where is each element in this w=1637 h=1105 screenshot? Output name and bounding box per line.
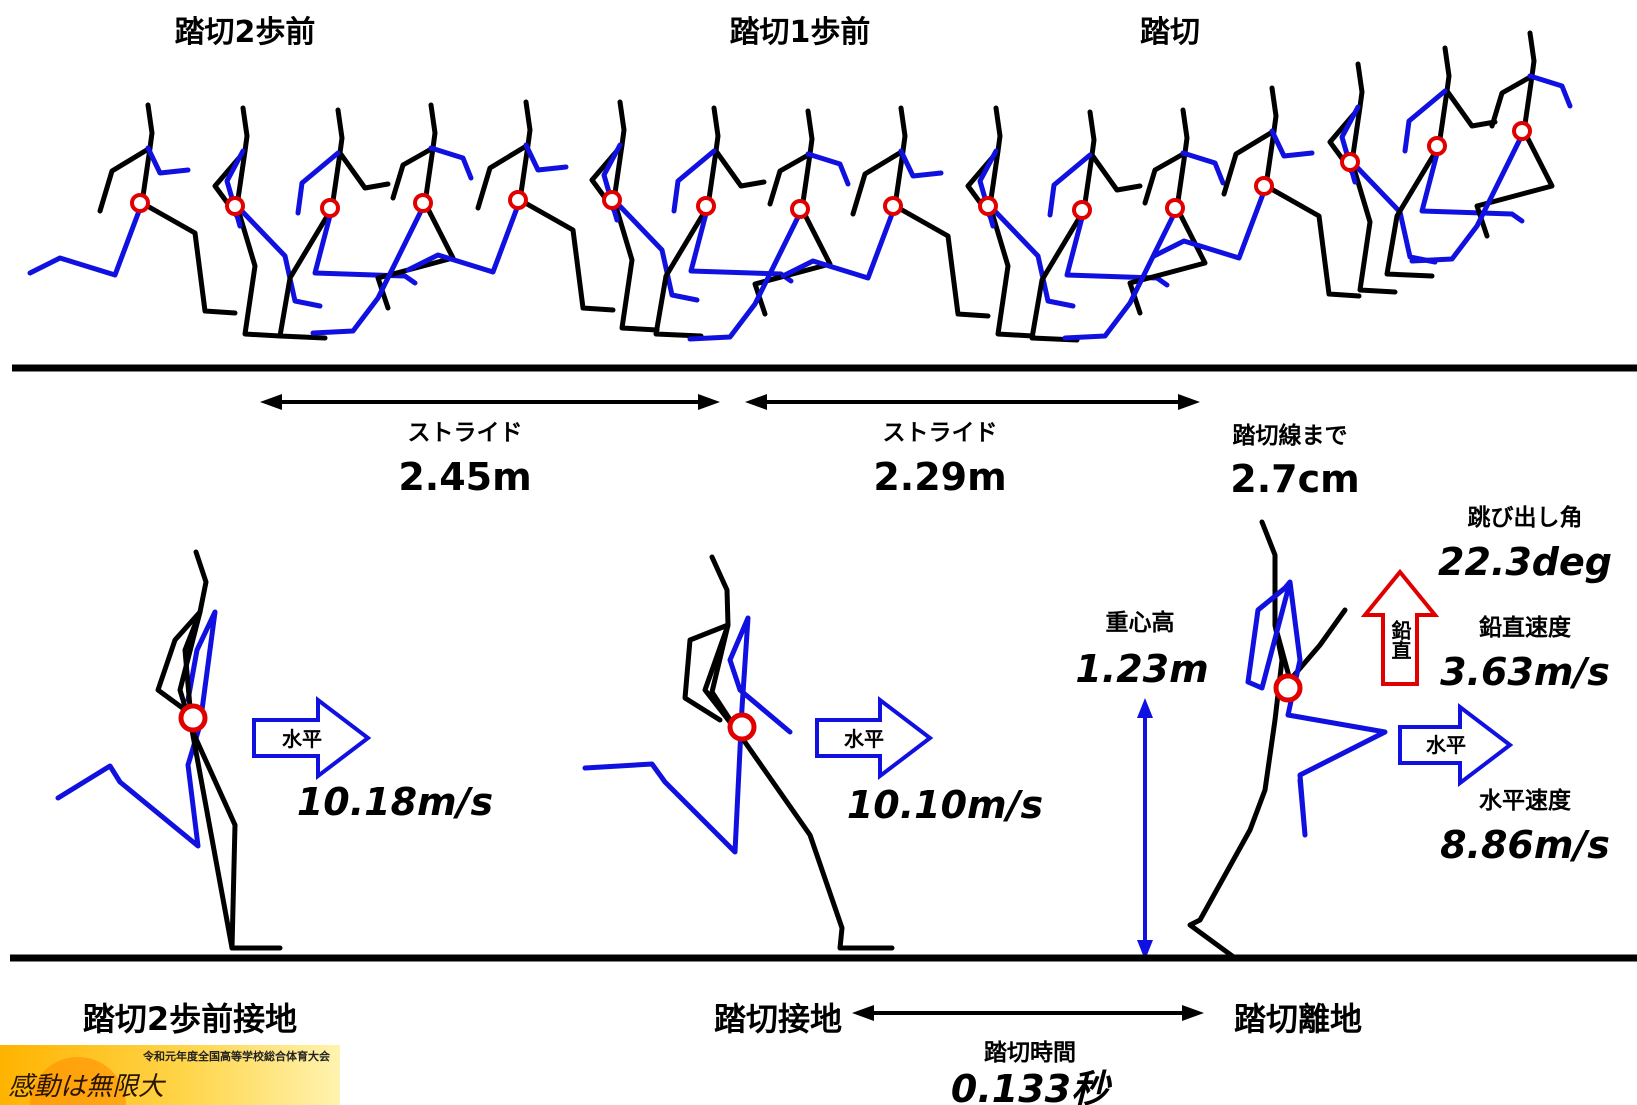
stick-figure (310, 102, 474, 336)
center-of-mass-marker (1165, 198, 1185, 218)
to-board-label: 踏切線まで (1233, 422, 1348, 449)
stick-figure (405, 99, 616, 313)
label-one-step-before: 踏切1歩前 (730, 15, 871, 50)
takeoff-angle-value: 22.3deg (1438, 540, 1612, 584)
stick-figure (212, 105, 323, 339)
center-of-mass-marker (1072, 200, 1092, 220)
stick-figure (1384, 45, 1525, 279)
stride-arrow-1 (260, 394, 720, 410)
caption-takeoff-contact: 踏切接地 (714, 1000, 842, 1038)
center-of-mass-marker (178, 703, 208, 733)
center-of-mass-marker (508, 190, 528, 210)
stick-figure-takeoff-contact (582, 554, 895, 951)
horizontal-arrow-3 (1398, 702, 1514, 788)
center-of-mass-marker (1340, 152, 1360, 172)
stick-figure (653, 105, 794, 339)
stick-figure-takeoff-release (1187, 519, 1388, 961)
center-of-mass-marker (1273, 673, 1303, 703)
stride-label-1: ストライド (408, 420, 523, 446)
stick-figure (1409, 30, 1573, 264)
stride-value-2: 2.29m (873, 455, 1006, 499)
caption-two-steps-before-contact: 踏切2歩前接地 (83, 1000, 297, 1038)
center-of-mass-marker (883, 196, 903, 216)
vertical-speed-label: 鉛直速度 (1479, 614, 1572, 641)
stick-figure (277, 107, 418, 341)
cog-height-value: 1.23m (1075, 647, 1208, 691)
vertical-arrow (1360, 568, 1440, 686)
horizontal-speed-label: 水平速度 (1479, 787, 1572, 814)
horizontal-arrow-label-1: 水平 (282, 727, 322, 751)
horizontal-arrow-label-3: 水平 (1426, 733, 1466, 757)
vertical-speed-value: 3.63m/s (1440, 650, 1610, 694)
event-banner: 令和元年度全国高等学校総合体育大会 感動は無限大 (0, 1045, 340, 1105)
stick-figure-two-steps-before-contact (55, 549, 283, 951)
stick-figure (965, 105, 1076, 339)
center-of-mass-marker (978, 196, 998, 216)
speed-value-1: 10.18m/s (297, 780, 493, 824)
horizontal-arrow-1 (252, 695, 372, 781)
horizontal-arrow-2 (815, 695, 934, 781)
stick-figure (687, 108, 851, 342)
stride-value-1: 2.45m (398, 455, 531, 499)
stick-figure (1029, 109, 1170, 343)
horizontal-speed-value: 8.86m/s (1440, 823, 1610, 867)
center-of-mass-marker (696, 196, 716, 216)
center-of-mass-marker (225, 196, 245, 216)
label-takeoff: 踏切 (1140, 15, 1200, 50)
center-of-mass-marker (727, 712, 757, 742)
contact-time-arrow (852, 1005, 1204, 1021)
center-of-mass-marker (1427, 136, 1447, 156)
stick-figure (1062, 107, 1226, 341)
stick-figure (27, 102, 238, 316)
center-of-mass-marker (790, 199, 810, 219)
vertical-arrow-label: 鉛直 (1388, 619, 1412, 660)
contact-time-value: 0.133秒 (951, 1067, 1112, 1105)
center-of-mass-marker (1254, 176, 1274, 196)
center-of-mass-marker (320, 198, 340, 218)
stride-arrow-2 (745, 394, 1200, 410)
event-banner-title: 令和元年度全国高等学校総合体育大会 (142, 1049, 331, 1063)
speed-value-2: 10.10m/s (847, 783, 1043, 827)
stick-figure-sequence (27, 30, 1573, 343)
event-banner-slogan: 感動は無限大 (8, 1072, 167, 1102)
label-two-steps-before: 踏切2歩前 (175, 15, 316, 50)
center-of-mass-marker (1512, 121, 1532, 141)
caption-takeoff-release: 踏切離地 (1234, 1000, 1362, 1038)
stride-label-2: ストライド (883, 420, 998, 446)
stick-figure (1151, 85, 1362, 299)
center-of-mass-marker (602, 190, 622, 210)
takeoff-angle-label: 跳び出し角 (1468, 504, 1583, 531)
to-board-value: 2.7cm (1230, 457, 1359, 501)
cog-height-label: 重心高 (1106, 609, 1175, 636)
contact-time-label: 踏切時間 (984, 1040, 1076, 1066)
horizontal-arrow-label-2: 水平 (844, 727, 884, 751)
cog-height-arrow (1137, 698, 1153, 960)
center-of-mass-marker (413, 193, 433, 213)
stick-figure (589, 99, 700, 333)
center-of-mass-marker (130, 193, 150, 213)
stick-figure (780, 105, 991, 319)
